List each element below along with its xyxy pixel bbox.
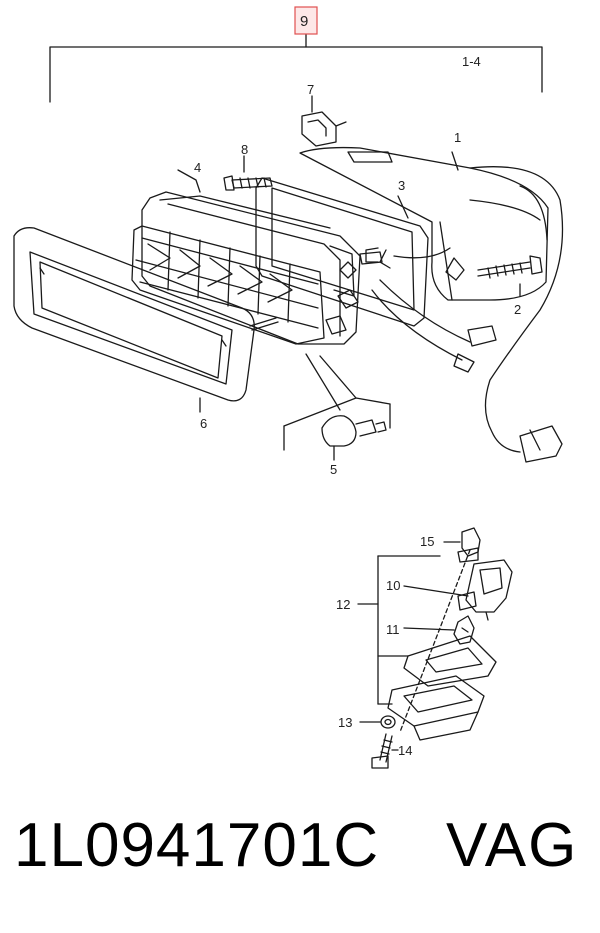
brand-name: VAG	[446, 811, 579, 880]
group-bracket-12	[357, 555, 441, 705]
small-bulb-part-11	[403, 615, 475, 645]
lamp-lens-housing	[387, 675, 485, 741]
clip-part-7	[301, 95, 347, 147]
callout-11: 11	[386, 622, 400, 637]
callout-10: 10	[386, 578, 400, 593]
callout-14: 14	[398, 743, 412, 758]
gasket-plate	[403, 635, 497, 687]
callout-13: 13	[338, 715, 352, 730]
callout-9: 9	[300, 13, 308, 30]
part-number: 1L0941701C	[14, 811, 380, 880]
group-bracket-9	[49, 32, 543, 103]
callout-range-1-4: 1-4	[462, 54, 481, 69]
callout-6: 6	[200, 416, 207, 431]
callout-1: 1	[454, 130, 461, 145]
screw-part-8	[223, 155, 273, 191]
callout-5: 5	[330, 462, 337, 477]
nut-part-13	[359, 715, 396, 729]
callout-7: 7	[307, 82, 314, 97]
callout-15: 15	[420, 534, 434, 549]
callout-4: 4	[194, 160, 201, 175]
callout-8: 8	[241, 142, 248, 157]
bulb-part-5	[283, 353, 391, 461]
assembly-axis-line	[399, 549, 471, 733]
socket-part-10	[403, 559, 513, 621]
housing-part-1	[299, 146, 549, 301]
gasket-part-3	[255, 177, 429, 327]
cable-assembly	[365, 166, 564, 463]
screw-part-14	[371, 733, 399, 769]
callout-2: 2	[514, 302, 521, 317]
lamp-unit-part-4	[131, 169, 383, 345]
callout-12: 12	[336, 597, 350, 612]
lens-frame-part-6	[13, 227, 279, 413]
screw-part-2	[477, 255, 543, 297]
bulb-holder-part-15	[443, 527, 481, 563]
highlight-box-9	[294, 6, 318, 35]
callout-3: 3	[398, 178, 405, 193]
